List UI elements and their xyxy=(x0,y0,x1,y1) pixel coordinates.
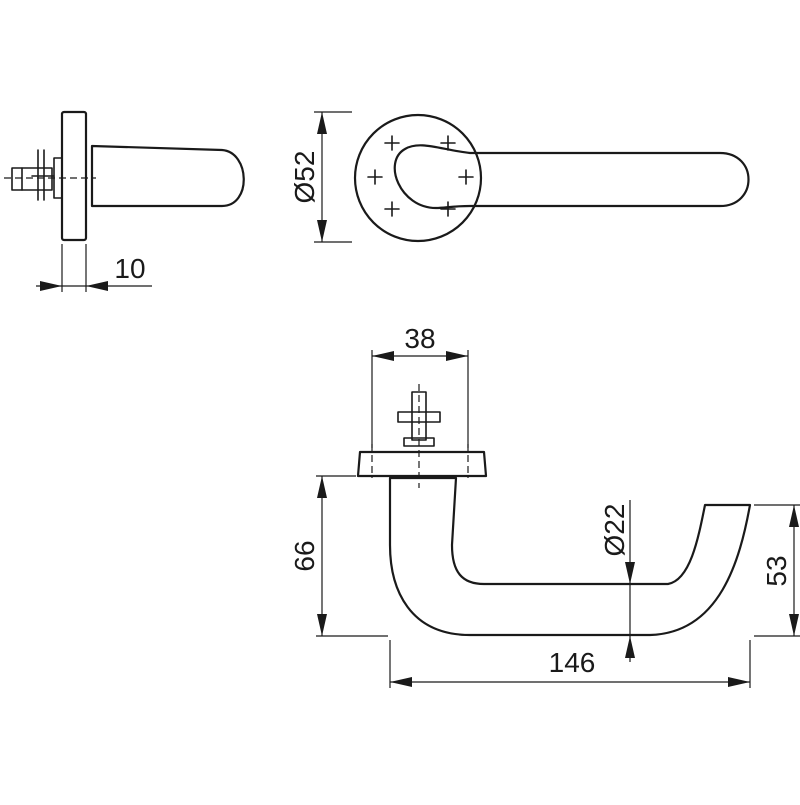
dim-52-arrow-top xyxy=(317,112,327,134)
dim-66-label: 66 xyxy=(289,540,320,571)
front-view: Ø52 xyxy=(289,111,750,243)
dim-53-label: 53 xyxy=(761,555,792,586)
dim-52-arrow-bottom xyxy=(317,220,327,242)
dim-66-arrow-top xyxy=(317,476,327,498)
dim-53-arrow-top xyxy=(789,505,799,527)
dim-10-arrow-left xyxy=(40,281,62,291)
dim-38-label: 38 xyxy=(404,323,435,354)
dim-22-label: Ø22 xyxy=(599,504,630,557)
side-view: 10 xyxy=(4,110,245,292)
front-screw-crosses xyxy=(367,135,474,217)
top-view: 38 66 Ø22 53 146 xyxy=(289,323,800,688)
top-lever-u-shape xyxy=(388,476,752,637)
front-lever-outline xyxy=(393,144,750,210)
top-rose-plate xyxy=(356,450,488,478)
side-spindle xyxy=(11,167,53,191)
dim-146-arrow-right xyxy=(728,677,750,687)
dim-66-arrow-bottom xyxy=(317,614,327,636)
dim-52-label: Ø52 xyxy=(289,151,320,204)
dim-10-arrow-right xyxy=(86,281,108,291)
side-rose-plate xyxy=(60,110,88,242)
dim-146-label: 146 xyxy=(549,647,596,678)
front-rose xyxy=(353,113,483,243)
dim-53-arrow-bottom xyxy=(789,614,799,636)
dim-10-label: 10 xyxy=(114,253,145,284)
dim-146-arrow-left xyxy=(390,677,412,687)
side-lever-profile xyxy=(90,144,245,208)
dim-22-arrow-bottom xyxy=(625,636,635,658)
dim-38-arrow-right xyxy=(446,351,468,361)
dim-22-arrow-top xyxy=(625,562,635,584)
dim-38-arrow-left xyxy=(372,351,394,361)
